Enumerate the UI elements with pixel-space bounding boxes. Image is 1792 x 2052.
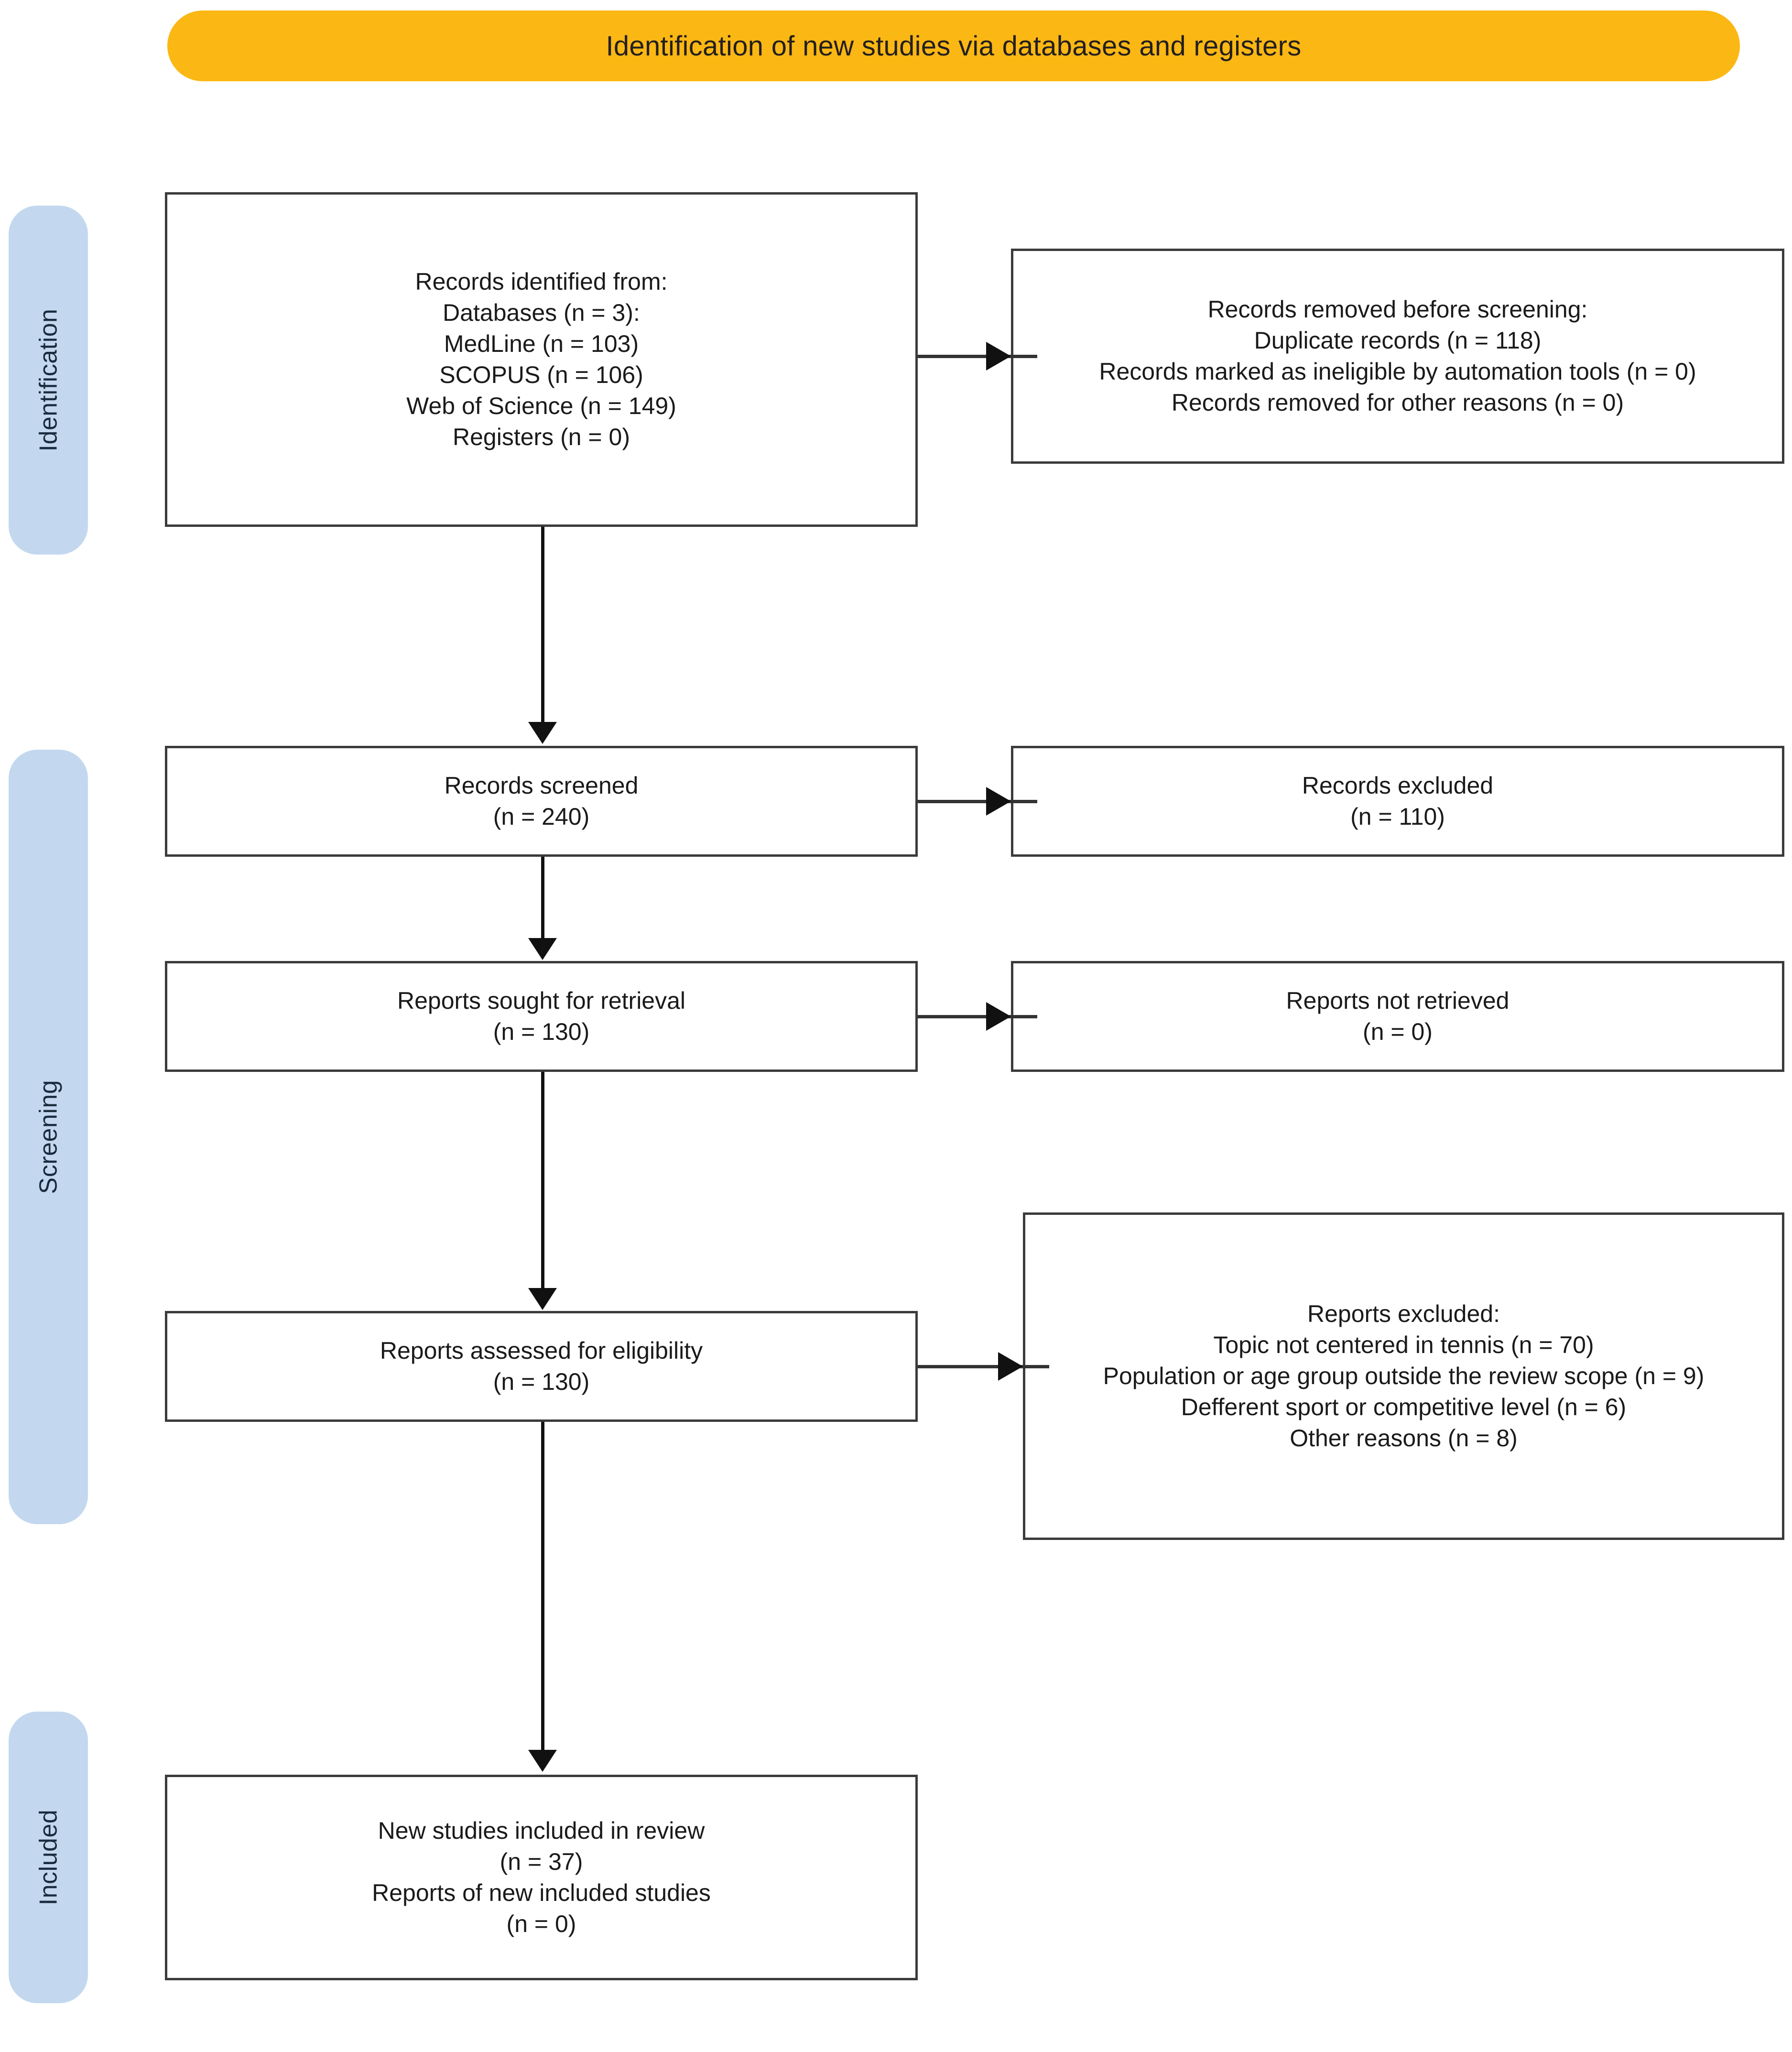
box-line: Databases (n = 3): [443, 299, 640, 326]
box-line: Duplicate records (n = 118) [1254, 327, 1542, 354]
page-title: Identification of new studies via databa… [606, 30, 1302, 62]
box-line: Web of Science (n = 149) [406, 393, 676, 419]
box-line: Records identified from: [415, 268, 668, 295]
header-banner: Identification of new studies via databa… [167, 11, 1740, 81]
arrowhead-down-sought-assessed [528, 1288, 557, 1310]
box-line: Registers (n = 0) [453, 424, 630, 450]
box-reports-not-retrieved: Reports not retrieved (n = 0) [1011, 961, 1784, 1072]
box-line: New studies included in review [378, 1817, 705, 1844]
box-new-studies-included: New studies included in review (n = 37) … [165, 1775, 918, 1980]
stage-label-identification-text: Identification [34, 308, 62, 452]
box-line: (n = 110) [1350, 803, 1445, 830]
box-line: MedLine (n = 103) [444, 330, 639, 357]
box-line: Records removed before screening: [1207, 296, 1588, 323]
box-line: Population or age group outside the revi… [1103, 1363, 1705, 1389]
box-line: (n = 0) [506, 1910, 576, 1937]
connector-identified-to-screened [541, 527, 544, 725]
box-line: (n = 0) [1363, 1018, 1433, 1045]
stage-label-identification: Identification [9, 206, 88, 555]
box-line: Reports excluded: [1307, 1300, 1500, 1327]
arrowhead-right-sought-not-retrieved [986, 1002, 1011, 1031]
arrowhead-right-screened-excluded [986, 787, 1011, 816]
stage-label-screening-text: Screening [34, 1080, 62, 1194]
box-records-identified: Records identified from: Databases (n = … [165, 192, 918, 527]
arrowhead-down-identified-screened [528, 722, 557, 744]
stage-label-included-text: Included [34, 1809, 63, 1906]
connector-assessed-to-included [541, 1422, 544, 1752]
box-reports-assessed-for-eligibility: Reports assessed for eligibility (n = 13… [165, 1311, 918, 1422]
box-records-removed-before-screening: Records removed before screening: Duplic… [1011, 249, 1784, 464]
box-line: Defferent sport or competitive level (n … [1181, 1394, 1627, 1420]
stage-label-included: Included [9, 1712, 88, 2003]
box-reports-sought-for-retrieval: Reports sought for retrieval (n = 130) [165, 961, 918, 1072]
box-line: Reports of new included studies [372, 1879, 711, 1906]
stage-label-screening: Screening [9, 750, 88, 1524]
box-line: Other reasons (n = 8) [1290, 1425, 1518, 1452]
box-line: (n = 130) [493, 1368, 590, 1395]
box-line: Records removed for other reasons (n = 0… [1171, 389, 1624, 416]
arrowhead-down-assessed-included [528, 1750, 557, 1772]
box-line: (n = 240) [493, 803, 590, 830]
connector-sought-to-not-retrieved [918, 1015, 1037, 1018]
connector-screened-to-sought [541, 857, 544, 940]
arrowhead-right-assessed-reports-excluded [998, 1352, 1023, 1381]
box-line: (n = 37) [500, 1848, 583, 1875]
box-line: Reports sought for retrieval [397, 987, 686, 1014]
connector-identified-to-removed [918, 355, 1037, 358]
box-records-excluded: Records excluded (n = 110) [1011, 746, 1784, 857]
arrowhead-down-screened-sought [528, 938, 557, 960]
box-line: SCOPUS (n = 106) [439, 361, 643, 388]
box-line: Records screened [444, 772, 639, 799]
box-line: Records excluded [1302, 772, 1494, 799]
box-line: (n = 130) [493, 1018, 590, 1045]
box-line: Topic not centered in tennis (n = 70) [1213, 1332, 1594, 1358]
connector-screened-to-excluded [918, 800, 1037, 803]
box-records-screened: Records screened (n = 240) [165, 746, 918, 857]
box-reports-excluded: Reports excluded: Topic not centered in … [1023, 1212, 1784, 1540]
box-line: Reports not retrieved [1286, 987, 1510, 1014]
arrowhead-right-identified-removed [986, 342, 1011, 371]
connector-assessed-to-reports-excluded [918, 1365, 1049, 1368]
box-line: Reports assessed for eligibility [380, 1337, 703, 1364]
box-line: Records marked as ineligible by automati… [1099, 358, 1696, 385]
connector-sought-to-assessed [541, 1072, 544, 1289]
